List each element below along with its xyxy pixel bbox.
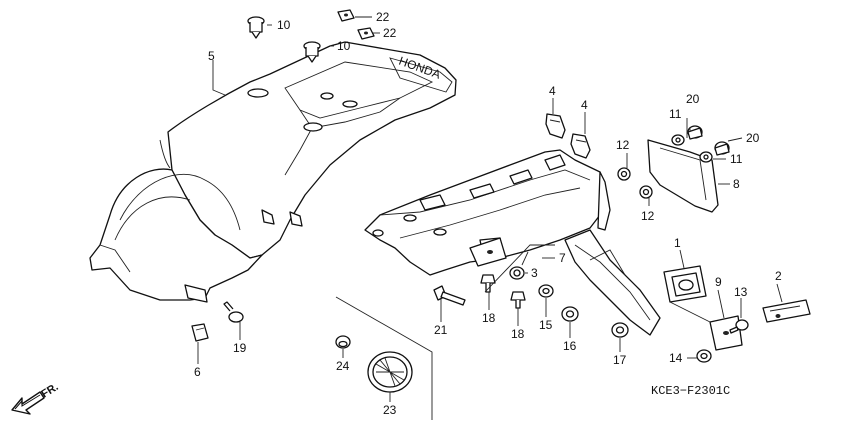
callout-18a: 18 <box>482 311 496 325</box>
callout-20b: 20 <box>746 131 760 145</box>
nut-17 <box>611 322 629 338</box>
clip-22a <box>337 9 355 22</box>
callout-6: 6 <box>194 365 201 379</box>
callout-1: 1 <box>674 236 681 250</box>
bolt-18b <box>510 291 526 309</box>
callout-8: 8 <box>733 177 740 191</box>
callout-16: 16 <box>563 339 577 353</box>
clip-4a <box>545 113 566 139</box>
callout-12b: 12 <box>641 209 655 223</box>
callout-12a: 12 <box>616 138 630 152</box>
clip-nut-6 <box>191 323 209 342</box>
callout-11a: 11 <box>669 107 682 121</box>
washer-11a <box>671 134 685 146</box>
callout-20a: 20 <box>686 92 700 106</box>
rear-fender: HONDA <box>89 41 457 303</box>
callout-3: 3 <box>531 266 538 280</box>
washer-11b <box>699 151 713 163</box>
lens-2 <box>762 299 811 323</box>
grommet-10b <box>303 41 321 63</box>
callout-18b: 18 <box>511 327 525 341</box>
nut-15 <box>538 284 554 298</box>
callout-10b: 10 <box>337 39 351 53</box>
callout-4a: 4 <box>549 84 556 98</box>
nut-14 <box>696 349 712 363</box>
clip-4b <box>570 133 591 159</box>
front-direction-arrow-icon <box>11 391 45 415</box>
bolt-21 <box>433 285 466 306</box>
callout-9: 9 <box>715 275 722 289</box>
callouts: 10 22 10 22 5 4 4 20 11 20 12 11 8 12 1 … <box>194 10 782 417</box>
license-light-1 <box>663 265 707 303</box>
screw-13 <box>729 319 749 334</box>
section-divider <box>335 296 433 420</box>
clip-22b <box>357 27 375 40</box>
leader-lines <box>197 16 783 402</box>
nut-16 <box>561 306 579 322</box>
callout-24: 24 <box>336 359 350 373</box>
collar-12a <box>617 167 631 181</box>
diagram-code: KCE3−F2301C <box>651 384 730 398</box>
collar-12b <box>639 185 653 199</box>
rear-subframe <box>364 149 661 336</box>
callout-17: 17 <box>613 353 627 367</box>
callout-13: 13 <box>734 285 748 299</box>
callout-23: 23 <box>383 403 397 417</box>
license-bracket <box>647 139 719 213</box>
light-bracket-9 <box>709 315 743 351</box>
grommet-10a <box>247 16 265 39</box>
collar-3 <box>509 266 525 280</box>
callout-11b: 11 <box>730 152 743 166</box>
reflector-23 <box>367 351 413 393</box>
callout-21: 21 <box>434 323 448 337</box>
callout-4b: 4 <box>581 98 588 112</box>
callout-10a: 10 <box>277 18 291 32</box>
callout-7: 7 <box>559 251 566 265</box>
callout-15: 15 <box>539 318 553 332</box>
screw-19 <box>223 301 244 323</box>
grommet-24 <box>335 335 351 349</box>
bolt-20b <box>714 141 730 156</box>
bolt-20a <box>687 125 703 140</box>
callout-2: 2 <box>775 269 782 283</box>
callout-14: 14 <box>669 351 683 365</box>
callout-22a: 22 <box>376 10 390 24</box>
callout-22b: 22 <box>383 26 397 40</box>
callout-19: 19 <box>233 341 247 355</box>
callout-5: 5 <box>208 49 215 63</box>
